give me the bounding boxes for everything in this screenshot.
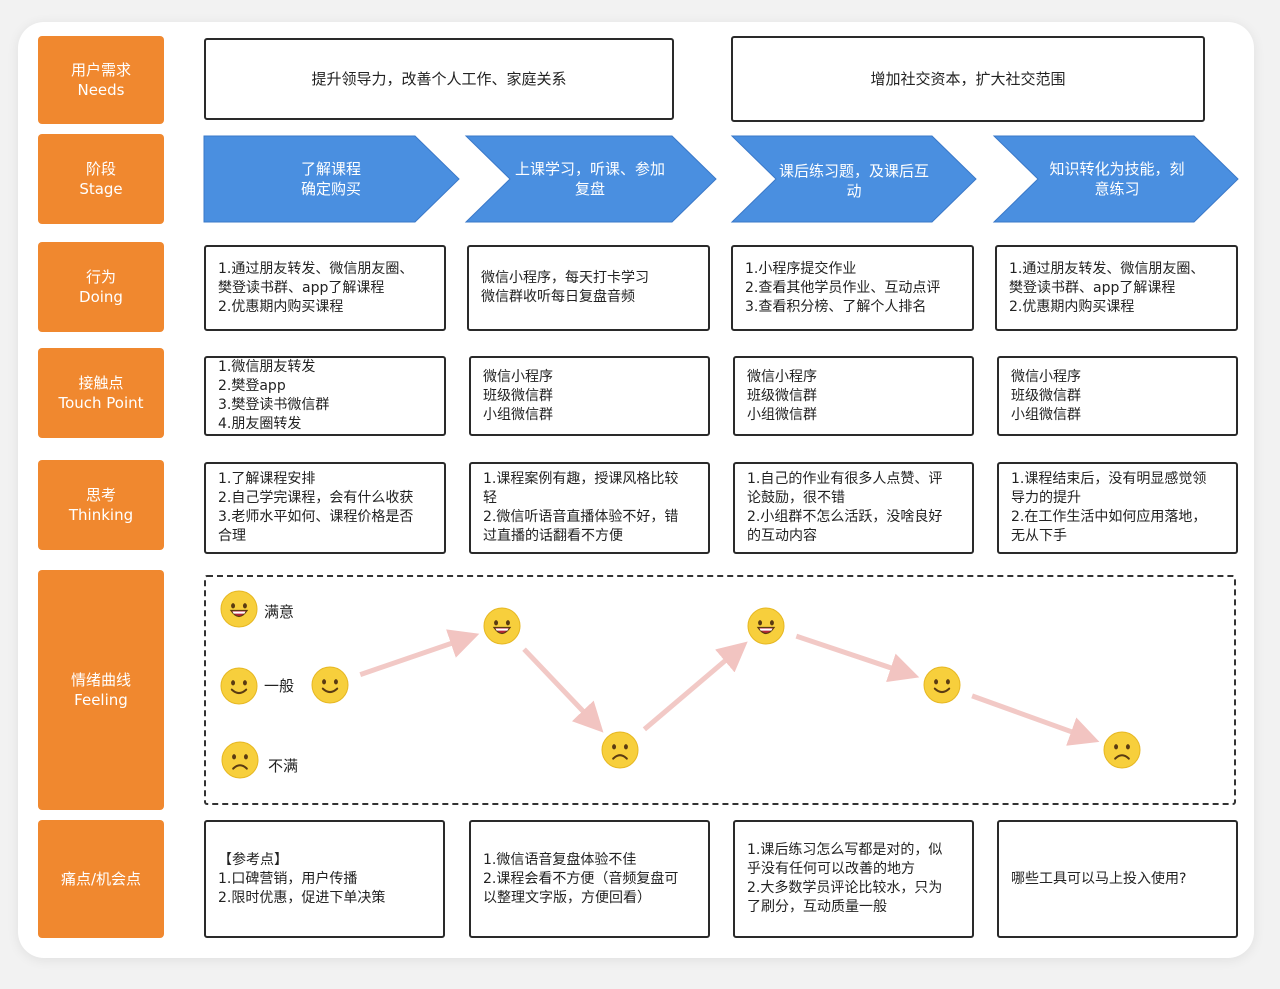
doing-text: 微信小程序，每天打卡学习 微信群收听每日复盘音频 — [481, 270, 649, 305]
row-label-stage: 阶段 Stage — [38, 134, 164, 224]
legend-label-unsatisfied: 不满 — [268, 757, 299, 775]
doing-box: 1.通过朋友转发、微信朋友圈、 樊登读书群、app了解课程 2.优惠期内购买课程 — [204, 245, 446, 331]
pain-point-box: 哪些工具可以马上投入使用? — [997, 820, 1238, 938]
doing-box: 微信小程序，每天打卡学习 微信群收听每日复盘音频 — [467, 245, 710, 331]
stage-chevron-3 — [730, 135, 977, 223]
doing-text: 1.通过朋友转发、微信朋友圈、 樊登读书群、app了解课程 2.优惠期内购买课程 — [218, 260, 414, 315]
thinking-box: 1.了解课程安排 2.自己学完课程，会有什么收获 3.老师水平如何、课程价格是否… — [204, 462, 446, 554]
emotion-satisfied-face-icon — [483, 607, 521, 645]
pain-point-box: 1.课后练习怎么写都是对的，似 乎没有任何可以改善的地方 2.大多数学员评论比较… — [733, 820, 974, 938]
touch-point-box: 微信小程序 班级微信群 小组微信群 — [997, 356, 1238, 436]
stage-chevron-1 — [203, 135, 460, 223]
row-label-title: 阶段 — [85, 160, 116, 178]
touch-point-text: 微信小程序 班级微信群 小组微信群 — [747, 368, 817, 423]
row-label-feeling: 情绪曲线 Feeling — [38, 570, 164, 810]
row-label-pain-points: 痛点/机会点 — [38, 820, 164, 938]
touch-point-box: 微信小程序 班级微信群 小组微信群 — [733, 356, 974, 436]
emotion-neutral-face-icon — [923, 666, 961, 704]
thinking-text: 1.课程案例有趣，授课风格比较 轻 2.微信听语音直播体验不好，错 过直播的话翻… — [483, 471, 679, 544]
emotion-satisfied-face-icon — [747, 607, 785, 645]
thinking-box: 1.课程案例有趣，授课风格比较 轻 2.微信听语音直播体验不好，错 过直播的话翻… — [469, 462, 710, 554]
thinking-text: 1.了解课程安排 2.自己学完课程，会有什么收获 3.老师水平如何、课程价格是否… — [218, 471, 414, 544]
doing-text: 1.小程序提交作业 2.查看其他学员作业、互动点评 3.查看积分榜、了解个人排名 — [745, 260, 941, 315]
legend-unsatisfied-face-icon — [221, 741, 259, 779]
legend-label-neutral: 一般 — [264, 677, 295, 695]
feeling-transition-arrow — [522, 647, 604, 733]
stage-text: 了解课程 确定购买 — [300, 160, 361, 198]
row-label-subtitle: Feeling — [74, 691, 128, 709]
emotion-unsatisfied-face-icon — [601, 731, 639, 769]
touch-point-box: 1.微信朋友转发 2.樊登app 3.樊登读书微信群 4.朋友圈转发 — [204, 356, 446, 436]
row-label-title: 行为 — [85, 268, 116, 286]
feeling-curve-panel — [204, 575, 1236, 805]
stage-chevron-2 — [464, 135, 717, 223]
stage-text: 上课学习，听课、参加 复盘 — [514, 160, 665, 198]
emotion-neutral-face-icon — [311, 666, 349, 704]
row-label-subtitle: Doing — [79, 288, 123, 306]
thinking-box: 1.自己的作业有很多人点赞、评 论鼓励，很不错 2.小组群不怎么活跃，没啥良好 … — [733, 462, 974, 554]
stage-text: 知识转化为技能，刻 意练习 — [1049, 160, 1185, 198]
legend-satisfied-face-icon — [220, 590, 258, 628]
pain-point-text: 哪些工具可以马上投入使用? — [1011, 870, 1187, 887]
thinking-box: 1.课程结束后，没有明显感觉领 导力的提升 2.在工作生活中如何应用落地， 无从… — [997, 462, 1238, 554]
stage-text: 课后练习题，及课后互 动 — [778, 162, 929, 200]
touch-point-text: 1.微信朋友转发 2.樊登app 3.樊登读书微信群 4.朋友圈转发 — [218, 359, 330, 432]
legend-label-satisfied: 满意 — [264, 603, 295, 621]
row-label-subtitle: Touch Point — [58, 394, 144, 412]
row-label-title: 痛点/机会点 — [60, 870, 142, 888]
touch-point-text: 微信小程序 班级微信群 小组微信群 — [1011, 368, 1081, 423]
needs-text: 提升领导力，改善个人工作、家庭关系 — [311, 69, 567, 88]
needs-text: 增加社交资本，扩大社交范围 — [870, 69, 1066, 88]
row-label-title: 接触点 — [78, 374, 124, 392]
pain-point-box: 1.微信语音复盘体验不佳 2.课程会看不方便（音频复盘可 以整理文字版，方便回看… — [469, 820, 710, 938]
doing-text: 1.通过朋友转发、微信朋友圈、 樊登读书群、app了解课程 2.优惠期内购买课程 — [1009, 260, 1205, 315]
pain-point-box: 【参考点】 1.口碑营销，用户传播 2.限时优惠，促进下单决策 — [204, 820, 445, 938]
row-label-title: 用户需求 — [70, 61, 131, 79]
doing-box: 1.小程序提交作业 2.查看其他学员作业、互动点评 3.查看积分榜、了解个人排名 — [731, 245, 974, 331]
feeling-transition-arrow — [971, 693, 1100, 746]
legend-neutral-face-icon — [220, 667, 258, 705]
pain-point-text: 1.课后练习怎么写都是对的，似 乎没有任何可以改善的地方 2.大多数学员评论比较… — [747, 842, 943, 915]
row-label-touch-point: 接触点 Touch Point — [38, 348, 164, 438]
pain-point-text: 【参考点】 1.口碑营销，用户传播 2.限时优惠，促进下单决策 — [218, 851, 386, 906]
row-label-subtitle: Stage — [79, 180, 123, 198]
row-label-subtitle: Needs — [77, 81, 125, 99]
stage-chevron-4 — [992, 135, 1239, 223]
row-label-doing: 行为 Doing — [38, 242, 164, 332]
emotion-unsatisfied-face-icon — [1103, 731, 1141, 769]
feeling-transition-arrow — [642, 641, 748, 732]
needs-box: 增加社交资本，扩大社交范围 — [731, 36, 1205, 122]
row-label-thinking: 思考 Thinking — [38, 460, 164, 550]
doing-box: 1.通过朋友转发、微信朋友圈、 樊登读书群、app了解课程 2.优惠期内购买课程 — [995, 245, 1238, 331]
feeling-transition-arrow — [795, 633, 920, 683]
feeling-transition-arrow — [359, 629, 480, 677]
needs-box: 提升领导力，改善个人工作、家庭关系 — [204, 38, 674, 120]
row-label-needs: 用户需求 Needs — [38, 36, 164, 124]
row-label-title: 情绪曲线 — [70, 671, 131, 689]
row-label-subtitle: Thinking — [68, 506, 134, 524]
pain-point-text: 1.微信语音复盘体验不佳 2.课程会看不方便（音频复盘可 以整理文字版，方便回看… — [483, 851, 679, 906]
row-label-title: 思考 — [85, 486, 116, 504]
touch-point-text: 微信小程序 班级微信群 小组微信群 — [483, 368, 553, 423]
thinking-text: 1.课程结束后，没有明显感觉领 导力的提升 2.在工作生活中如何应用落地， 无从… — [1011, 471, 1207, 544]
thinking-text: 1.自己的作业有很多人点赞、评 论鼓励，很不错 2.小组群不怎么活跃，没啥良好 … — [747, 471, 943, 544]
touch-point-box: 微信小程序 班级微信群 小组微信群 — [469, 356, 710, 436]
